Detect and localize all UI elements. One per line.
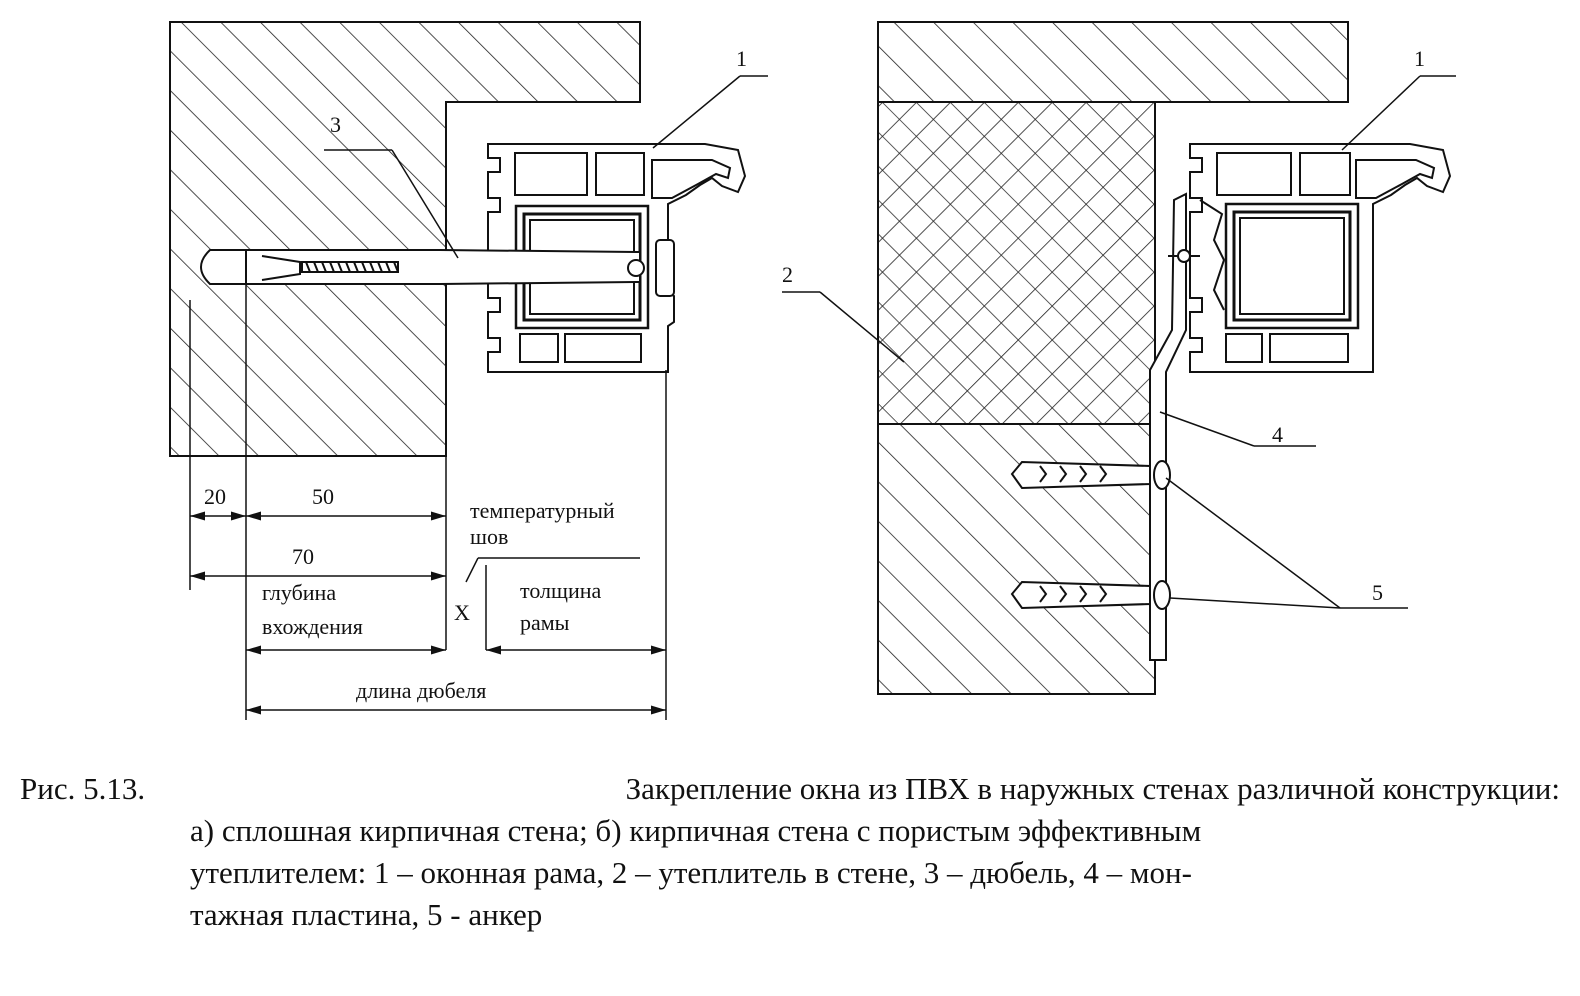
brick-wall-top-right bbox=[877, 21, 1349, 103]
caption-title: Закрепление окна из ПВХ в наружных стена… bbox=[625, 771, 1560, 806]
dowel bbox=[200, 249, 645, 285]
caption-line-2: а) сплошная кирпичная стена; б) кирпична… bbox=[190, 813, 1202, 848]
label-depth-2: вхождения bbox=[262, 614, 363, 639]
window-frame-right bbox=[1189, 143, 1452, 373]
label-temp-joint-1: температурный bbox=[470, 498, 615, 523]
anchor-top bbox=[1010, 460, 1171, 490]
label-depth-1: глубина bbox=[262, 580, 336, 605]
callout-4: 4 bbox=[1272, 422, 1283, 447]
label-frame-2: рамы bbox=[520, 610, 570, 635]
callout-1-right: 1 bbox=[1414, 46, 1425, 71]
mounting-plate bbox=[1149, 192, 1226, 661]
callout-2: 2 bbox=[782, 262, 793, 287]
anchor-bottom bbox=[1010, 580, 1171, 610]
dim-50: 50 bbox=[312, 484, 334, 509]
caption-figure-number: Рис. 5.13. bbox=[20, 771, 146, 806]
left-diagram bbox=[169, 21, 768, 720]
callout-5: 5 bbox=[1372, 580, 1383, 605]
label-dowel-length: длина дюбеля bbox=[356, 678, 486, 703]
label-x: X bbox=[454, 600, 470, 625]
caption-line-3: утеплителем: 1 – оконная рама, 2 – утепл… bbox=[190, 855, 1192, 890]
label-frame-1: толщина bbox=[520, 578, 602, 603]
brick-wall-left bbox=[169, 21, 641, 457]
right-diagram bbox=[782, 21, 1456, 695]
caption-line-4: тажная пластина, 5 - анкер bbox=[190, 897, 543, 932]
dim-70: 70 bbox=[292, 544, 314, 569]
label-temp-joint-2: шов bbox=[470, 524, 508, 549]
callout-3: 3 bbox=[330, 112, 341, 137]
brick-wall-bottom-right bbox=[877, 423, 1156, 695]
left-diagram-labels: 1 3 20 50 70 температурный шов X глубина… bbox=[204, 46, 747, 703]
insulation bbox=[877, 101, 1156, 425]
figure-caption: Рис. 5.13. Закрепление окна из ПВХ в нар… bbox=[20, 768, 1570, 936]
caption-line-1: Рис. 5.13. Закрепление окна из ПВХ в нар… bbox=[20, 768, 1560, 810]
dim-20: 20 bbox=[204, 484, 226, 509]
right-diagram-labels: 1 2 4 5 bbox=[782, 46, 1425, 605]
callout-1-left: 1 bbox=[736, 46, 747, 71]
